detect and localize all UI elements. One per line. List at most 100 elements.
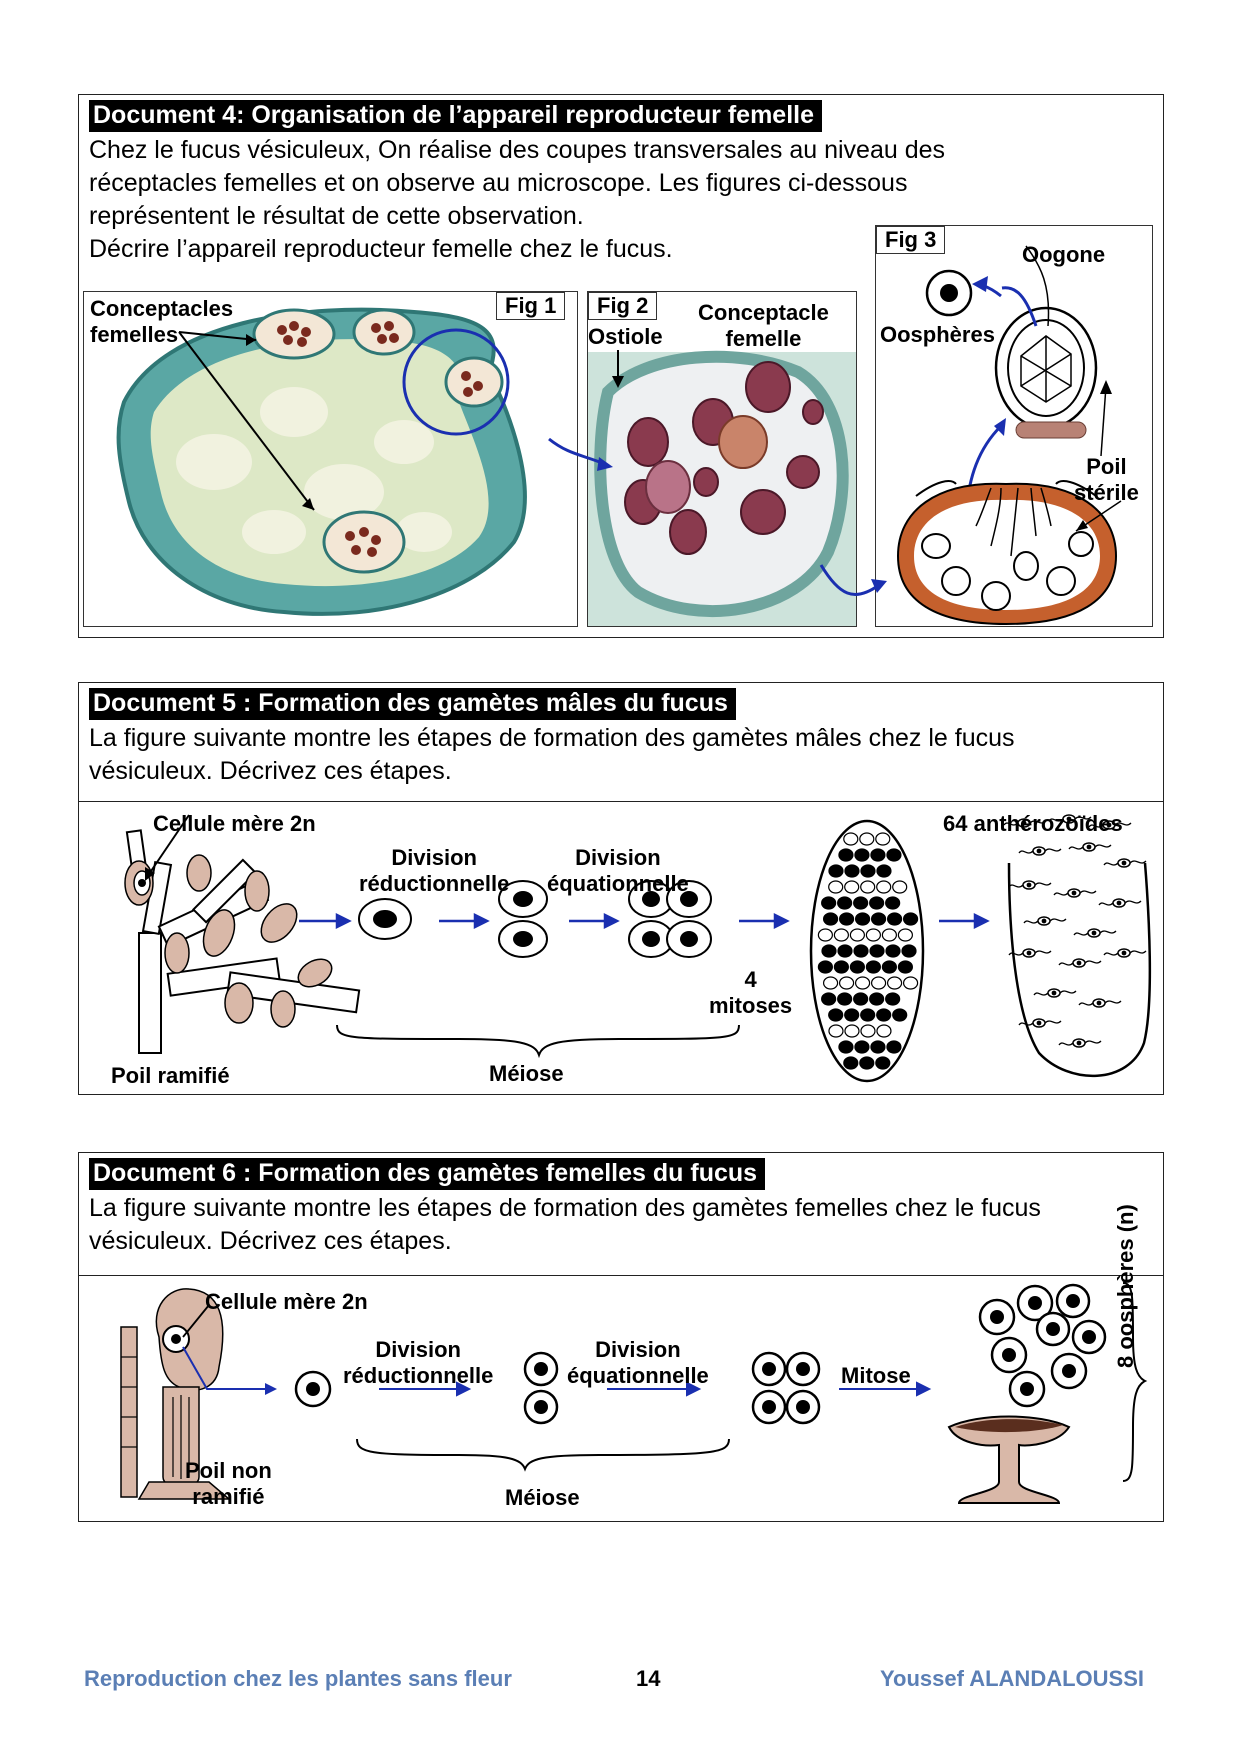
doc5-diagram bbox=[124, 814, 1152, 1083]
doc6-poil-label: Poil non ramifié bbox=[185, 1458, 272, 1510]
antherozoid bbox=[1018, 1018, 1062, 1028]
footer-page-number: 14 bbox=[636, 1666, 661, 1691]
fig3-oospheres-label: Oosphères bbox=[880, 322, 995, 347]
antheridium-cell bbox=[821, 992, 837, 1006]
antheridium-cell bbox=[838, 1040, 854, 1054]
doc5-division-equationnelle-label: Division équationnelle bbox=[547, 845, 689, 897]
antheridium-cell bbox=[865, 928, 881, 942]
antherozoid bbox=[1073, 928, 1117, 938]
fig3-illustration bbox=[896, 245, 1122, 626]
antheridium-cell bbox=[838, 976, 855, 990]
doc6-div-red-line1: Division bbox=[375, 1337, 461, 1362]
antheridium-cell bbox=[875, 1056, 891, 1070]
antheridium-cell bbox=[817, 960, 833, 974]
antheridium-cell bbox=[869, 896, 885, 910]
fig2-label-line1: Conceptacle bbox=[698, 300, 829, 325]
antheridium-cell bbox=[860, 880, 876, 894]
doc6-div-eq-line1: Division bbox=[595, 1337, 681, 1362]
doc5-div-red-line1: Division bbox=[391, 845, 477, 870]
fig1-label: Conceptacles femelles bbox=[90, 296, 233, 348]
antheridium-cell bbox=[870, 912, 887, 926]
doc6-title: Document 6 : Formation des gamètes femel… bbox=[89, 1158, 766, 1190]
antheridium-cell bbox=[821, 944, 837, 958]
antheridium-cell bbox=[876, 1024, 892, 1038]
doc6-cellule-mere-label: Cellule mère 2n bbox=[205, 1289, 368, 1314]
fig2-illustration bbox=[588, 332, 856, 626]
antherozoid bbox=[1078, 998, 1122, 1008]
fig3-poil-line2: stérile bbox=[1074, 480, 1139, 505]
antherozoid bbox=[1058, 1038, 1102, 1048]
antheridium-cell bbox=[897, 960, 913, 974]
antherozoid bbox=[1023, 916, 1067, 926]
fig2-tag: Fig 2 bbox=[588, 292, 658, 320]
antheridium-cell bbox=[892, 1008, 908, 1022]
fig1-label-line1: Conceptacles bbox=[90, 296, 234, 321]
doc5-div-red-line2: réductionnelle bbox=[359, 871, 510, 896]
antheridium-cell bbox=[885, 992, 901, 1006]
antheridium-cell bbox=[860, 1008, 876, 1022]
doc6-oospheres-label: 8 oosphères (n) bbox=[1113, 1204, 1138, 1368]
antheridium-cell bbox=[881, 928, 897, 942]
antheridium-cell bbox=[886, 848, 902, 862]
antheridium-cell bbox=[859, 832, 875, 846]
antheridium-cell bbox=[881, 960, 897, 974]
antheridium-cell bbox=[853, 944, 869, 958]
antheridium-cell bbox=[828, 1008, 844, 1022]
antherozoid bbox=[1008, 948, 1052, 958]
doc5-div-eq-line2: équationnelle bbox=[547, 871, 689, 896]
doc6-division-reductionnelle-label: Division réductionnelle bbox=[343, 1337, 493, 1389]
footer-right: Youssef ALANDALOUSSI bbox=[879, 1666, 1144, 1691]
fig1-tag: Fig 1 bbox=[496, 292, 566, 320]
doc5-div-eq-line1: Division bbox=[575, 845, 661, 870]
antheridium-cell bbox=[837, 992, 853, 1006]
footer-left: Reproduction chez les plantes sans fleur bbox=[84, 1666, 512, 1691]
antheridium-cell bbox=[876, 1008, 892, 1022]
antheridium-cell bbox=[822, 912, 839, 926]
fig3-schema: Fig 3 Oogone Oosphères Poil stérile bbox=[875, 225, 1153, 627]
fig1-cross-section: Conceptacles femelles Fig 1 bbox=[83, 291, 578, 627]
antheridium-cell bbox=[892, 880, 908, 894]
antheridium-cell bbox=[870, 848, 886, 862]
antheridium-cell bbox=[902, 976, 919, 990]
fig2-label-line2: femelle bbox=[725, 326, 802, 351]
antheridium-cell bbox=[843, 1056, 859, 1070]
antheridium-cell bbox=[854, 912, 871, 926]
antheridium-cell bbox=[854, 1040, 870, 1054]
doc6-diagram bbox=[120, 1282, 1148, 1504]
doc5-text: La figure suivante montre les étapes de … bbox=[89, 724, 1015, 785]
antheridium-cell bbox=[869, 944, 885, 958]
antheridium-cell bbox=[901, 944, 917, 958]
antheridium-cell bbox=[886, 976, 903, 990]
antheridium-cell bbox=[843, 832, 859, 846]
doc4-question: Décrire l’appareil reproducteur femelle … bbox=[89, 235, 673, 263]
doc5-separator bbox=[79, 801, 1163, 802]
antherozoid bbox=[1088, 820, 1132, 830]
doc5-poil-label: Poil ramifié bbox=[111, 1063, 230, 1088]
doc5-cellule-mere-label: Cellule mère 2n bbox=[153, 811, 316, 836]
antheridium-cell bbox=[886, 1040, 902, 1054]
document-6: Document 6 : Formation des gamètes femel… bbox=[78, 1152, 1164, 1522]
antheridium-cell bbox=[838, 912, 855, 926]
antheridium-cell bbox=[853, 896, 869, 910]
doc6-meiose-label: Méiose bbox=[505, 1485, 580, 1510]
antheridium-cell bbox=[849, 960, 865, 974]
doc6-division-equationnelle-label: Division équationnelle bbox=[567, 1337, 709, 1389]
fig2-conceptacle: Fig 2 Ostiole Conceptacle femelle bbox=[587, 291, 857, 627]
fig3-poil-sterile-label: Poil stérile bbox=[1074, 454, 1139, 506]
doc4-text: Chez le fucus vésiculeux, On réalise des… bbox=[79, 132, 959, 266]
doc6-separator bbox=[79, 1275, 1163, 1276]
antheridium-cell bbox=[854, 848, 870, 862]
antherozoid bbox=[1103, 858, 1147, 868]
antheridium-cells bbox=[817, 832, 919, 1070]
fig2-ostiole-label: Ostiole bbox=[588, 324, 663, 350]
antheridium-cell bbox=[902, 912, 919, 926]
antherozoid bbox=[1008, 880, 1052, 890]
antheridium-cell bbox=[844, 880, 860, 894]
antheridium-cell bbox=[828, 880, 844, 894]
doc5-title: Document 5 : Formation des gamètes mâles… bbox=[89, 688, 736, 720]
antherozoid bbox=[1018, 846, 1062, 856]
antheridium-cell bbox=[837, 896, 853, 910]
antheridium-cell bbox=[876, 864, 892, 878]
antheridium-cell bbox=[876, 880, 892, 894]
doc5-mitoses-label: 4 mitoses bbox=[709, 967, 792, 1019]
